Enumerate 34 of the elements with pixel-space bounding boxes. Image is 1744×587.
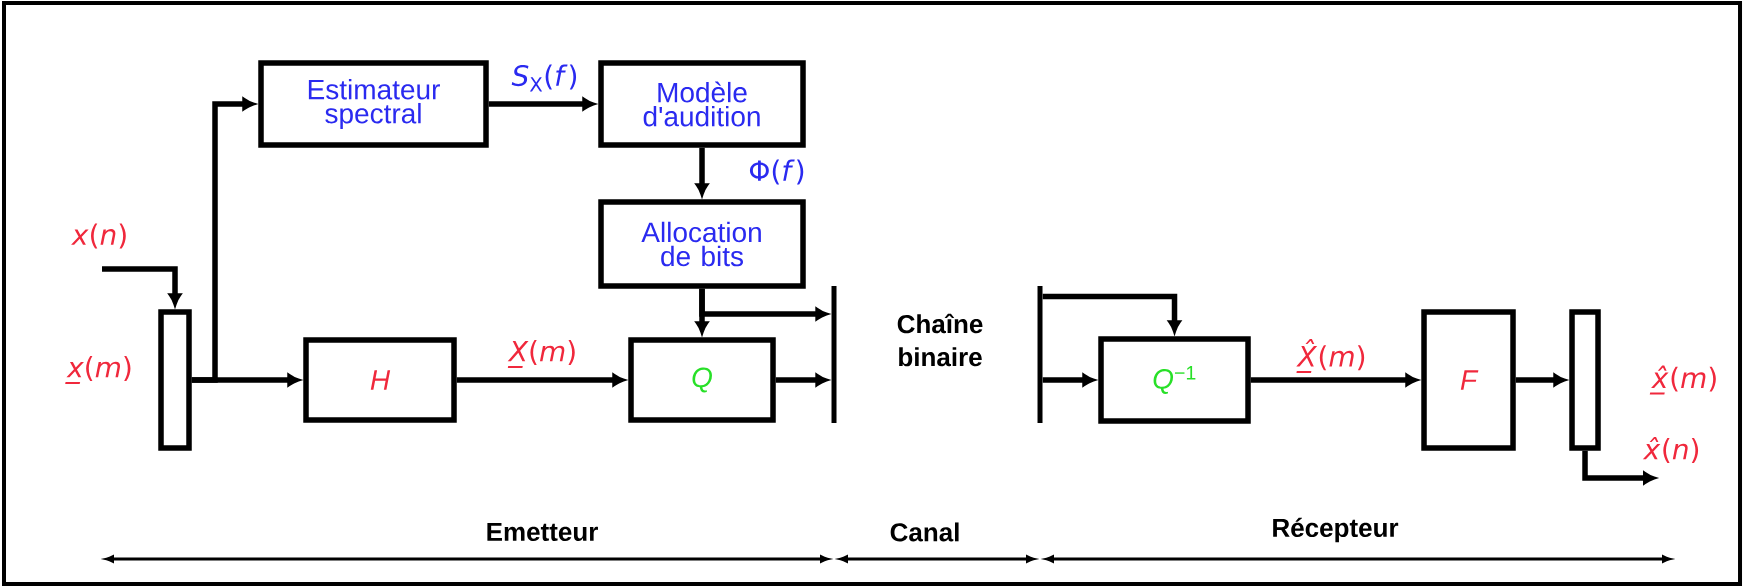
edge-label: S$_{X}$(f) — [510, 63, 580, 93]
processing-box: F — [1421, 309, 1516, 451]
signal-label: x̲(m) — [65, 356, 131, 384]
interface-bar — [831, 286, 837, 423]
arrow — [488, 97, 595, 111]
section-label: Chaîne binaire — [897, 313, 983, 367]
edge-label: X̲(m) — [507, 339, 579, 369]
interface-bar — [1037, 286, 1043, 423]
processing-box: Estimateur spectral — [258, 60, 489, 148]
processing-box: H — [303, 337, 457, 423]
arrow — [775, 373, 828, 387]
section-label: Récepteur — [1273, 517, 1399, 543]
arrow — [1250, 373, 1418, 387]
processing-box: Modèle d'audition — [598, 60, 806, 148]
arrow — [1042, 373, 1095, 387]
buffer-box — [1569, 309, 1601, 451]
arrow — [191, 373, 300, 387]
processing-box: Q$^{−1}$ — [1098, 336, 1251, 424]
processing-box: Allocation de bits — [598, 199, 806, 289]
edge-label: x(n) — [70, 222, 130, 250]
arrow — [695, 147, 709, 196]
arrow — [456, 373, 625, 387]
edge-label: X̲̂(m) — [1296, 337, 1368, 375]
edge-label: Φ(f) — [747, 158, 807, 186]
buffer-box — [158, 309, 192, 451]
arrow — [1515, 373, 1566, 387]
section-label: Emetteur — [487, 522, 598, 542]
arrow — [102, 266, 182, 306]
arrow — [1582, 450, 1656, 485]
arrow — [699, 288, 828, 321]
processing-box: Q — [628, 337, 776, 423]
section-label: Canal — [890, 522, 959, 542]
signal-label: x̲̂(m) — [1649, 365, 1716, 395]
edge-label: x̂(n) — [1642, 435, 1702, 465]
